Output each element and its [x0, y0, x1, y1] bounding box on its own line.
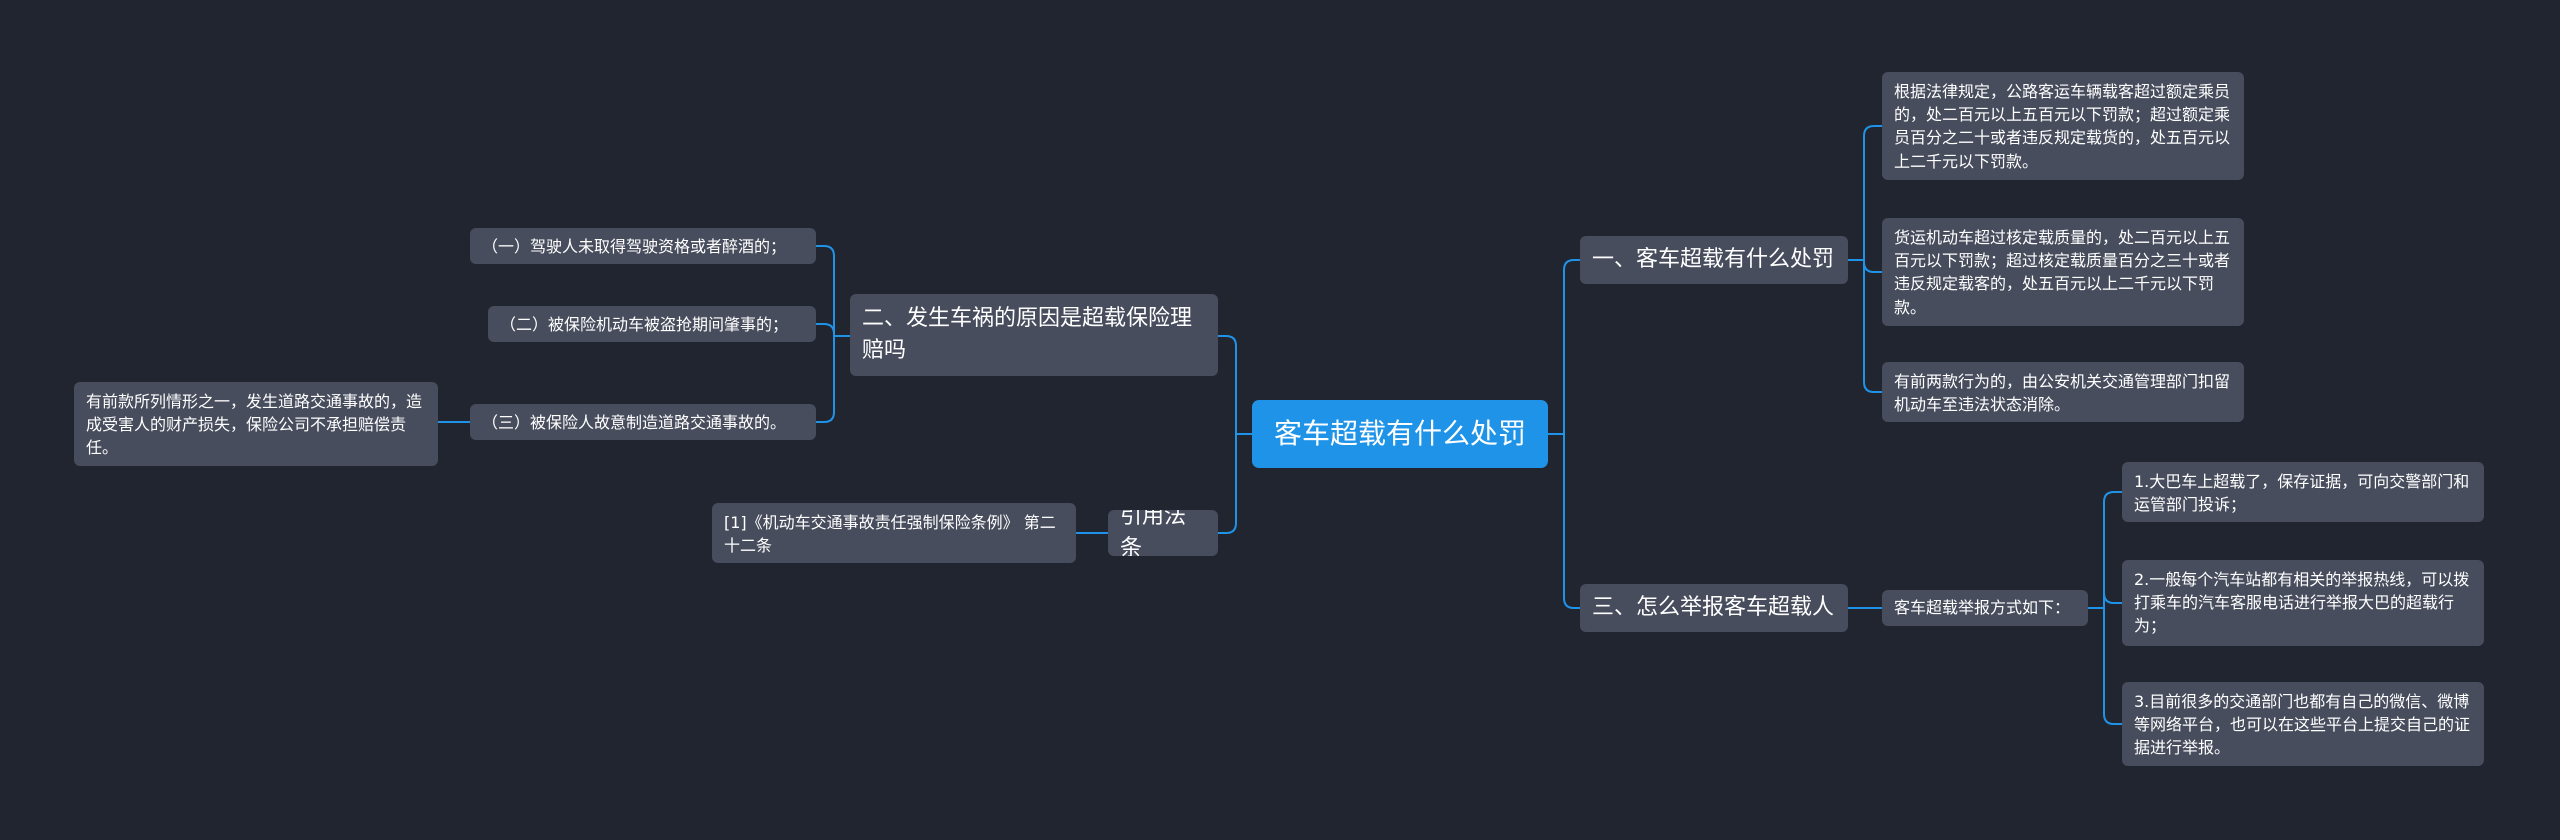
connector-root-branch2 — [1218, 335, 1237, 434]
penalty-item-3-text: 有前两款行为的，由公安机关交通管理部门扣留机动车至违法状态消除。 — [1894, 372, 2231, 415]
insurance-note[interactable]: 有前款所列情形之一，发生道路交通事故的，造成受害人的财产损失，保险公司不承担赔偿… — [74, 382, 438, 466]
insurance-item-3[interactable]: （三）被保险人故意制造道路交通事故的。 — [470, 404, 816, 440]
branch-penalty[interactable]: 一、客车超载有什么处罚 — [1580, 236, 1848, 284]
insurance-item-2[interactable]: （二）被保险机动车被盗抢期间肇事的； — [488, 306, 816, 342]
report-methods-node[interactable]: 客车超载举报方式如下： — [1882, 590, 2088, 626]
penalty-item-2[interactable]: 货运机动车超过核定载质量的，处二百元以上五百元以下罚款；超过核定载质量百分之三十… — [1882, 218, 2244, 326]
report-item-1[interactable]: 1.大巴车上超载了，保存证据，可向交警部门和运管部门投诉； — [2122, 462, 2484, 522]
penalty-item-1-text: 根据法律规定，公路客运车辆载客超过额定乘员的，处二百元以上五百元以下罚款；超过额… — [1894, 82, 2231, 171]
branch-report-label: 三、怎么举报客车超载人 — [1592, 595, 1835, 621]
connector-branch1-item2 — [1863, 260, 1882, 273]
connector-branch2-item2 — [816, 323, 835, 336]
branch-insurance[interactable]: 二、发生车祸的原因是超载保险理赔吗 — [850, 294, 1218, 376]
report-item-1-text: 1.大巴车上超载了，保存证据，可向交警部门和运管部门投诉； — [2134, 472, 2470, 515]
connector-branch1-item1 — [1863, 125, 1882, 260]
branch-law[interactable]: 引用法条 — [1108, 510, 1218, 556]
report-item-3-text: 3.目前很多的交通部门也都有自己的微信、微博等网络平台，也可以在这些平台上提交自… — [2134, 692, 2471, 758]
insurance-item-1[interactable]: （一）驾驶人未取得驾驶资格或者醉酒的； — [470, 228, 816, 264]
insurance-note-text: 有前款所列情形之一，发生道路交通事故的，造成受害人的财产损失，保险公司不承担赔偿… — [86, 392, 423, 458]
connector-branch1-item3 — [1863, 260, 1882, 393]
root-topic[interactable]: 客车超载有什么处罚 — [1252, 400, 1548, 468]
branch-report[interactable]: 三、怎么举报客车超载人 — [1580, 584, 1848, 632]
report-item-3[interactable]: 3.目前很多的交通部门也都有自己的微信、微博等网络平台，也可以在这些平台上提交自… — [2122, 682, 2484, 766]
law-item-1[interactable]: [1]《机动车交通事故责任强制保险条例》 第二十二条 — [712, 503, 1076, 563]
root-topic-label: 客车超载有什么处罚 — [1273, 416, 1526, 450]
report-item-2[interactable]: 2.一般每个汽车站都有相关的举报热线，可以拨打乘车的汽车客服电话进行举报大巴的超… — [2122, 560, 2484, 646]
connector-sub-item3 — [2103, 608, 2122, 725]
connector-branch2-item1 — [816, 245, 835, 336]
report-methods-label: 客车超载举报方式如下： — [1894, 598, 2071, 618]
connector-sub-item2 — [2103, 592, 2122, 608]
penalty-item-1[interactable]: 根据法律规定，公路客运车辆载客超过额定乘员的，处二百元以上五百元以下罚款；超过额… — [1882, 72, 2244, 180]
connector-root-law — [1218, 434, 1237, 534]
connector-root-branch3 — [1563, 434, 1580, 609]
branch-law-label: 引用法条 — [1120, 510, 1187, 556]
penalty-item-3[interactable]: 有前两款行为的，由公安机关交通管理部门扣留机动车至违法状态消除。 — [1882, 362, 2244, 422]
penalty-item-2-text: 货运机动车超过核定载质量的，处二百元以上五百元以下罚款；超过核定载质量百分之三十… — [1894, 228, 2231, 317]
insurance-item-1-text: （一）驾驶人未取得驾驶资格或者醉酒的； — [482, 237, 787, 256]
connector-branch2-item3 — [816, 336, 835, 423]
connector-sub-item1 — [2103, 491, 2122, 608]
report-item-2-text: 2.一般每个汽车站都有相关的举报热线，可以拨打乘车的汽车客服电话进行举报大巴的超… — [2134, 570, 2470, 636]
insurance-item-2-text: （二）被保险机动车被盗抢期间肇事的； — [500, 315, 789, 334]
law-item-1-text: [1]《机动车交通事故责任强制保险条例》 第二十二条 — [724, 513, 1056, 556]
connector-root-branch1 — [1563, 259, 1580, 434]
branch-penalty-label: 一、客车超载有什么处罚 — [1592, 247, 1835, 273]
branch-insurance-label: 二、发生车祸的原因是超载保险理赔吗 — [862, 306, 1193, 363]
insurance-item-3-text: （三）被保险人故意制造道路交通事故的。 — [482, 413, 787, 432]
